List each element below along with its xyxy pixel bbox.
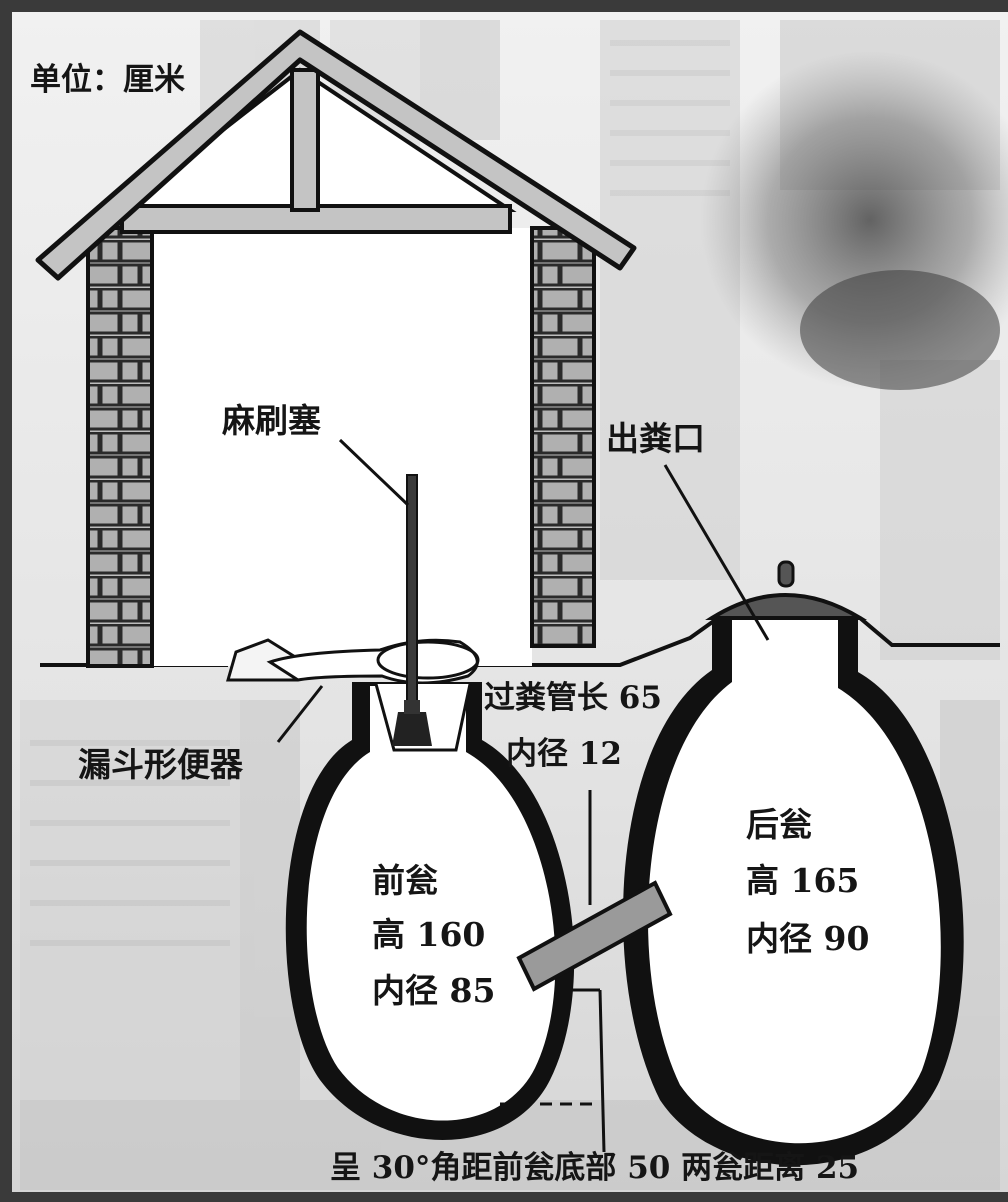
transfer-pipe — [516, 880, 673, 992]
roof — [35, 29, 637, 281]
unit-label: 单位：厘米 — [30, 62, 185, 98]
city-background — [20, 20, 1000, 1190]
outlet-cap-knob — [777, 560, 795, 588]
front-jar-name: 前瓮 — [372, 861, 438, 900]
plug-head — [392, 712, 432, 746]
pipe-diameter-label: 内径 12 — [506, 736, 622, 772]
outlet-cap — [705, 593, 868, 620]
plug-leader-line — [338, 438, 410, 507]
pipe-length-label: 过粪管长 65 — [484, 680, 662, 716]
plug-collar — [404, 700, 420, 714]
right-brick-wall — [530, 226, 596, 648]
front-jar-interior — [306, 686, 556, 1121]
rear-jar-interior — [648, 620, 941, 1144]
outlet-label: 出粪口 — [606, 419, 705, 458]
left-brick-wall — [86, 226, 154, 668]
front-jar-height: 高 160 — [372, 915, 485, 954]
front-jar-diameter: 内径 85 — [372, 971, 495, 1010]
outlet-leader-line — [663, 464, 770, 641]
rear-jar-height: 高 165 — [746, 861, 859, 900]
leader-lines — [276, 438, 770, 1153]
bottom-note-leader-line — [598, 989, 606, 1153]
blurred-photo-shadow — [800, 270, 1000, 390]
plug-label: 麻刷塞 — [222, 401, 321, 440]
funnel-toilet-label: 漏斗形便器 — [78, 745, 244, 784]
bottom-note: 呈 30°角距前瓮底部 50 两瓮距离 25 — [330, 1150, 859, 1186]
toilet-leader-line — [276, 685, 324, 743]
plug-stick — [406, 474, 418, 716]
rear-jar-diameter: 内径 90 — [746, 919, 869, 958]
rear-jar-name: 后瓮 — [746, 805, 812, 844]
house-interior — [152, 228, 532, 666]
